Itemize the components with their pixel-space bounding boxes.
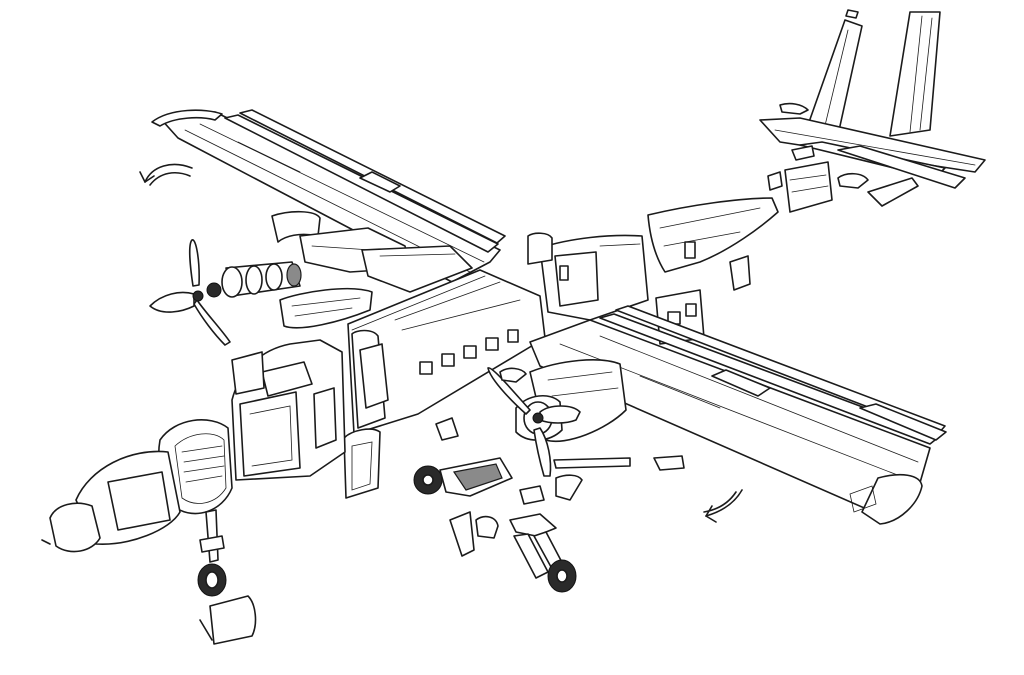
nose-landing-gear bbox=[197, 509, 227, 597]
left-spinner bbox=[149, 291, 195, 313]
rotation-arrow-right bbox=[703, 489, 743, 523]
tail-fin bbox=[801, 9, 941, 143]
cabin-door bbox=[343, 428, 381, 499]
left-engine bbox=[206, 261, 302, 298]
nose-cone bbox=[41, 450, 181, 553]
main-landing-gear bbox=[413, 457, 577, 593]
elevators bbox=[799, 141, 966, 207]
tail-cone bbox=[647, 161, 833, 273]
access-panel bbox=[199, 595, 257, 645]
right-engine bbox=[515, 359, 627, 442]
cockpit-section bbox=[231, 339, 346, 481]
left-wing bbox=[151, 109, 501, 283]
rear-fuselage-section bbox=[527, 232, 649, 321]
tailplane bbox=[759, 102, 986, 173]
left-propeller bbox=[149, 239, 231, 346]
windscreen bbox=[261, 361, 313, 397]
left-wingtip bbox=[151, 109, 223, 127]
wing-flaps bbox=[224, 109, 506, 253]
right-wingtip bbox=[861, 473, 923, 525]
rotation-arrow-left bbox=[139, 163, 193, 186]
cockpit-door bbox=[231, 351, 265, 395]
small-fittings bbox=[435, 145, 869, 501]
right-wing bbox=[529, 319, 931, 525]
right-propeller bbox=[487, 367, 581, 477]
wing-flaps-right bbox=[599, 305, 947, 445]
tail-bulkhead bbox=[784, 161, 833, 213]
engine-nacelle bbox=[271, 210, 473, 329]
